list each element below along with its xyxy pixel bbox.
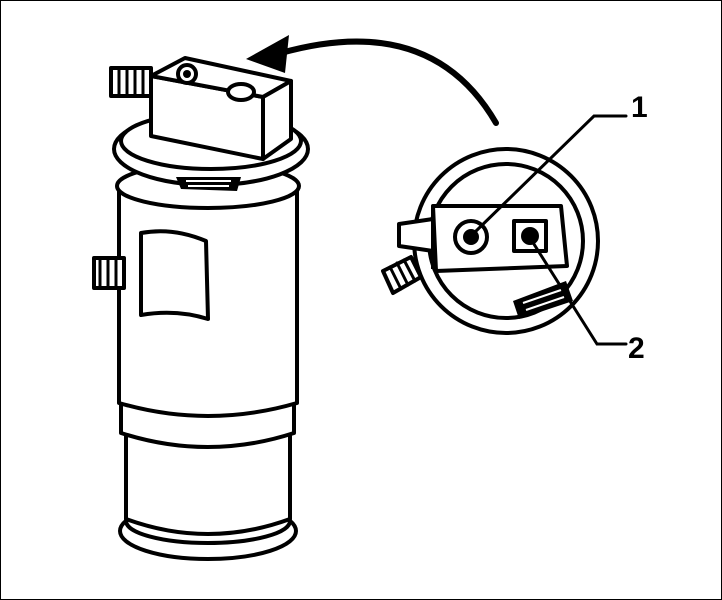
callout-2-leader <box>530 239 628 346</box>
label-patch <box>139 229 210 321</box>
rim-marking-lines <box>186 180 231 187</box>
top-block-side <box>261 79 293 161</box>
detail-angled-thread <box>388 258 417 291</box>
block-port-1-core <box>183 70 191 78</box>
block-port-2 <box>226 82 256 102</box>
side-port-thread <box>98 256 118 290</box>
top-fitting <box>109 66 153 98</box>
rim-marking <box>176 177 241 191</box>
receiver-drier <box>92 56 310 561</box>
arrow-shaft <box>278 38 499 126</box>
callout-1-label: 1 <box>631 91 648 124</box>
top-fitting-thread <box>117 66 145 98</box>
arrow-head <box>246 35 289 73</box>
top-view-detail <box>381 147 600 335</box>
callout-2: 2 <box>530 239 645 365</box>
detail-rim-marking-lines <box>522 289 565 311</box>
rotation-arrow <box>246 35 499 126</box>
callout-1: 1 <box>472 91 648 235</box>
callout-2-label: 2 <box>628 332 645 365</box>
detail-side-fitting <box>397 217 435 253</box>
port-2-core <box>521 227 539 245</box>
callout-1-leader <box>472 114 628 235</box>
